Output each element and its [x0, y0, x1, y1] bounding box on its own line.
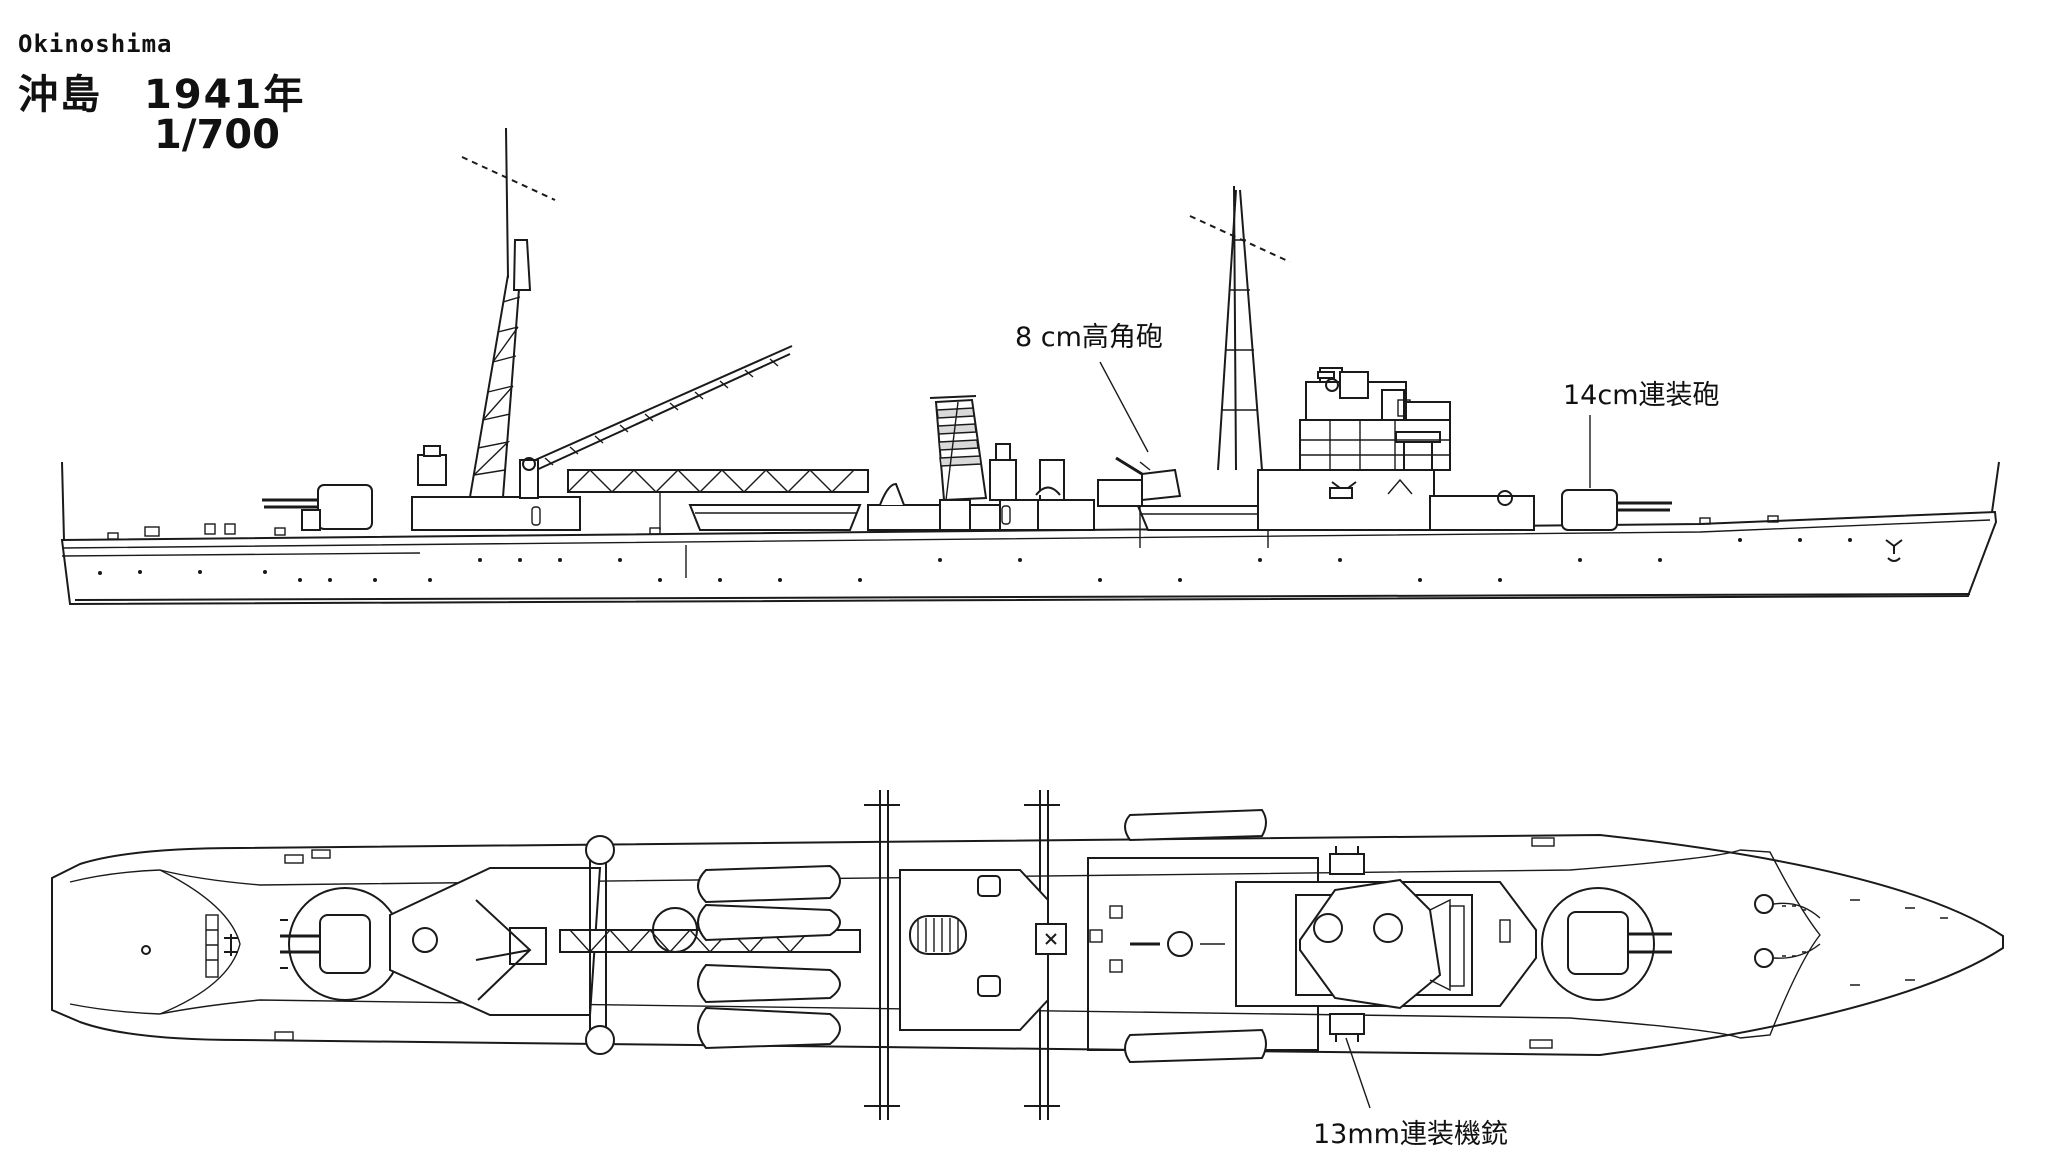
- plan-boat-3: [697, 963, 841, 1004]
- plan-boat-1: [697, 864, 841, 904]
- side-fore-14cm-gun: [1561, 489, 1672, 531]
- plan-funnel: [899, 869, 1103, 1031]
- label-8cm-aa-gun: 8 cm高角砲: [1015, 322, 1163, 353]
- drawing-scale: 1/700: [154, 112, 280, 158]
- plan-fore-14cm-gun: [1541, 887, 1672, 1001]
- leader-8cm: [1099, 361, 1149, 453]
- plan-boat-fore-1: [1124, 808, 1267, 842]
- ship-title-japanese: 沖島 1941年: [18, 62, 305, 120]
- side-lattice-rail: [567, 469, 869, 530]
- anchor-icon: [1885, 539, 1903, 562]
- ship-name-japanese: 沖島: [18, 72, 102, 118]
- plan-bridge: [1235, 878, 1537, 1010]
- side-bridge: [1257, 367, 1535, 531]
- plan-8cm-aa-gun: [1130, 931, 1225, 957]
- side-8cm-aa-gun: [1097, 456, 1182, 507]
- plan-13mm-mg-mounts: [1329, 846, 1365, 1042]
- side-crane: [519, 345, 793, 499]
- side-boat-fore: [1136, 505, 1274, 531]
- ship-name-english: Okinoshima: [18, 30, 173, 58]
- plan-aft-14cm-gun: [280, 887, 402, 1001]
- plan-view: [51, 790, 2004, 1120]
- side-foremast: [1189, 185, 1291, 471]
- side-boat-aft: [688, 504, 862, 531]
- side-aft-deckhouse: [411, 496, 581, 531]
- side-portholes: [98, 538, 1852, 582]
- plan-aft-deckhouse: [389, 867, 602, 1016]
- side-funnel: [929, 395, 988, 502]
- plan-hull: [51, 833, 2004, 1057]
- plan-boat-2: [697, 903, 841, 942]
- plan-boat-4: [697, 1006, 841, 1050]
- side-aft-14cm-gun: [262, 484, 373, 531]
- leader-13mm: [1345, 1037, 1371, 1109]
- ship-year: 1941年: [144, 72, 306, 118]
- label-13mm-twin-mg: 13mm連装機銃: [1313, 1119, 1508, 1150]
- plan-boat-fore-2: [1124, 1028, 1267, 1064]
- plan-anchor-gear: [1754, 894, 1821, 968]
- side-aft-mast: [461, 127, 556, 498]
- side-elevation: [60, 127, 2000, 606]
- label-14cm-twin-gun: 14cm連装砲: [1563, 380, 1720, 411]
